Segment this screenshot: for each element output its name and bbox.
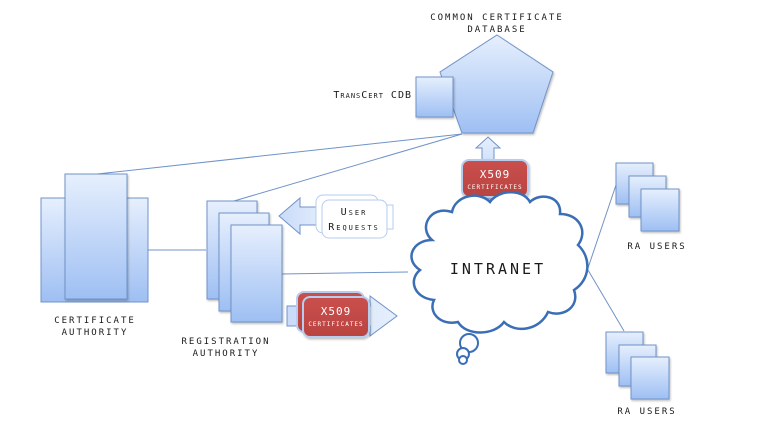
transcert-cdb-label: TransCert CDB xyxy=(333,90,412,101)
edge-db-ca xyxy=(96,133,463,175)
ra-user-top-3 xyxy=(640,188,680,232)
x509-certificates-bottom[interactable]: X509 CERTIFICATES xyxy=(286,291,398,338)
cert-top-line2: CERTIFICATES xyxy=(467,184,522,191)
user-requests-front xyxy=(321,199,388,239)
ra-label-line1: REGISTRATION xyxy=(181,337,270,347)
ra-users-top-label: RA USERS xyxy=(627,242,686,252)
intranet-cloud[interactable]: INTRANET xyxy=(410,191,589,365)
edge-ra-intranet xyxy=(281,271,409,275)
intranet-label: INTRANET xyxy=(450,260,546,278)
ra-users-bottom-label: RA USERS xyxy=(617,407,676,417)
ra-label-line2: AUTHORITY xyxy=(193,349,260,359)
cert-top-line1: X509 xyxy=(480,168,511,181)
database-pentagon xyxy=(439,34,554,134)
ca-label-line2: AUTHORITY xyxy=(62,328,129,338)
edge-intranet-rausers-bottom xyxy=(587,269,625,332)
database-title-line1: COMMON CERTIFICATE xyxy=(430,13,564,23)
ra-users-bottom[interactable]: RA USERS xyxy=(605,331,677,417)
user-requests-line2: Requests xyxy=(328,222,380,233)
cloud-bubble-small xyxy=(458,355,468,365)
common-certificate-database[interactable]: COMMON CERTIFICATE DATABASE TransCert CD… xyxy=(333,13,564,134)
ca-server-front xyxy=(64,173,128,300)
cert-bottom-line1: X509 xyxy=(321,305,352,318)
transcert-cdb-box xyxy=(415,76,454,118)
ra-server-3 xyxy=(230,224,283,323)
cert-bottom-line2: CERTIFICATES xyxy=(308,321,363,328)
cert-badge-bottom-front xyxy=(302,296,370,338)
edge-intranet-rausers-top xyxy=(587,184,617,269)
cloud-shape xyxy=(410,191,589,334)
edge-db-ra xyxy=(233,133,463,202)
ra-user-bottom-3 xyxy=(630,356,670,400)
connector-lines xyxy=(96,133,625,332)
x509-certificates-top[interactable]: X509 CERTIFICATES xyxy=(461,159,529,198)
database-title-line2: DATABASE xyxy=(467,25,526,35)
ra-users-top[interactable]: RA USERS xyxy=(615,162,687,252)
ca-label-line1: CERTIFICATE xyxy=(54,316,136,326)
user-requests-line1: User xyxy=(341,207,368,218)
certificate-authority[interactable]: CERTIFICATE AUTHORITY xyxy=(40,173,149,338)
registration-authority[interactable]: REGISTRATION AUTHORITY xyxy=(181,200,283,359)
user-requests[interactable]: User Requests xyxy=(278,194,394,239)
